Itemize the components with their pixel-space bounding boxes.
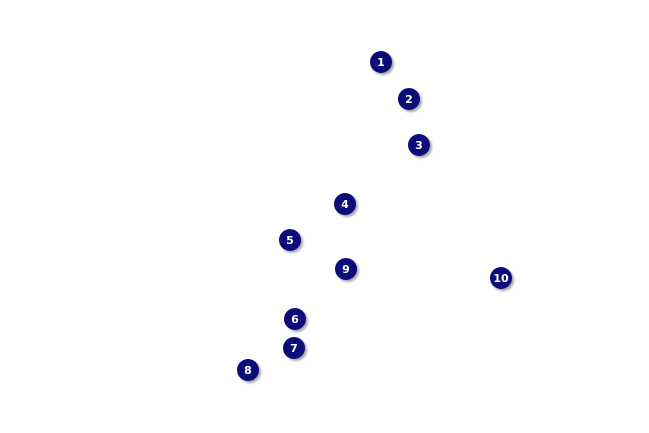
marker-label: 4 bbox=[341, 197, 349, 211]
map-marker-7[interactable]: 7 bbox=[283, 337, 305, 359]
marker-label: 9 bbox=[342, 262, 350, 276]
map-marker-5[interactable]: 5 bbox=[279, 229, 301, 251]
marker-label: 3 bbox=[415, 138, 423, 152]
marker-label: 2 bbox=[405, 92, 413, 106]
map-marker-10[interactable]: 10 bbox=[490, 267, 512, 289]
map-marker-2[interactable]: 2 bbox=[398, 88, 420, 110]
marker-label: 7 bbox=[290, 341, 298, 355]
marker-label: 8 bbox=[244, 363, 252, 377]
map-marker-4[interactable]: 4 bbox=[334, 193, 356, 215]
map-marker-8[interactable]: 8 bbox=[237, 359, 259, 381]
marker-label: 10 bbox=[493, 271, 509, 285]
marker-label: 1 bbox=[377, 55, 385, 69]
map-marker-3[interactable]: 3 bbox=[408, 134, 430, 156]
map-marker-6[interactable]: 6 bbox=[284, 308, 306, 330]
marker-label: 6 bbox=[291, 312, 299, 326]
map-marker-9[interactable]: 9 bbox=[335, 258, 357, 280]
marker-label: 5 bbox=[286, 233, 294, 247]
map-marker-1[interactable]: 1 bbox=[370, 51, 392, 73]
